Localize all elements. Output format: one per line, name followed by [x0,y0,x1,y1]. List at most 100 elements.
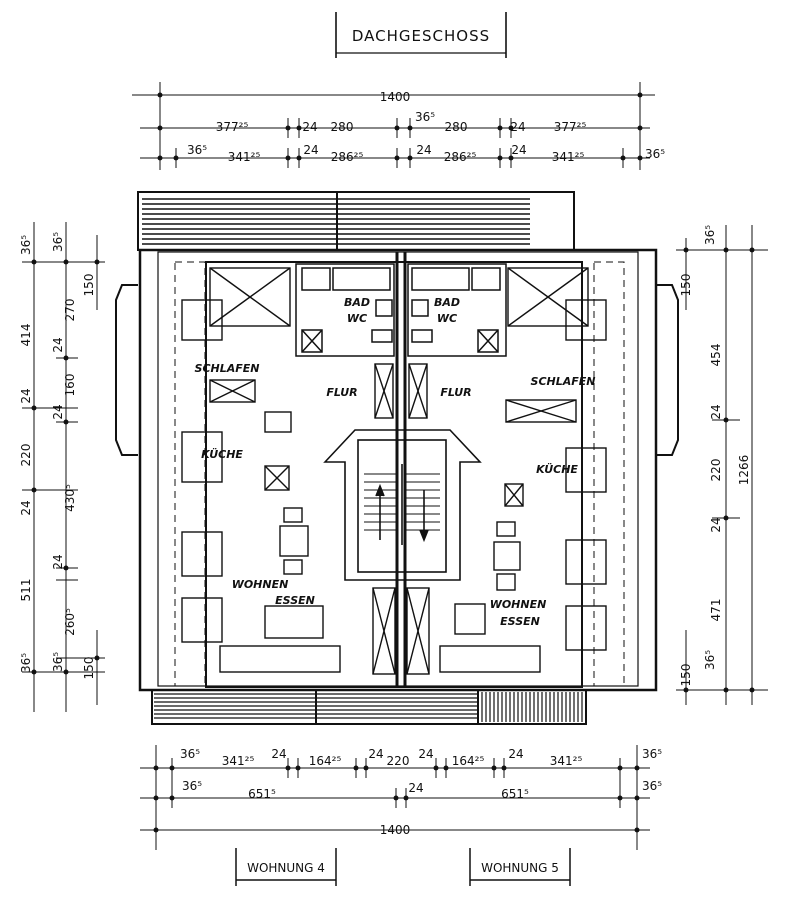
corridor-labels: FLUR FLUR [326,386,471,399]
room-wohnen-right: WOHNEN [490,598,547,611]
dim-top-r2-4: 286²⁵ [331,150,364,164]
dim-bot-r2-5: 36⁵ [642,779,662,793]
room-schlafen-left: SCHLAFEN [195,362,260,375]
top-dimension-dots [157,92,643,161]
left-dimension-dots [31,259,100,675]
bath-labels: BAD WC BAD WC [344,296,460,325]
dim-top-total: 1400 [380,90,411,104]
room-flur-right: FLUR [440,386,471,399]
dim-left-i7: 430⁵ [63,484,77,512]
dim-bot-r1-7: 24 [418,747,433,761]
dim-left-i9: 260⁵ [63,608,77,636]
dim-right-o3: 471 [709,599,723,622]
room-flur-left: FLUR [326,386,357,399]
top-balcony [137,191,575,251]
dim-top-r2-7: 24 [511,143,526,157]
dim-top-r1-7: 377²⁵ [554,120,587,134]
dim-left-i8: 24 [51,554,65,569]
room-wc-right: WC [437,312,457,325]
bedroom-labels: SCHLAFEN SCHLAFEN [195,362,596,388]
bedroom-furniture [181,267,607,423]
dim-right-o2: 220 [709,459,723,482]
dim-left-i11: 150 [82,657,96,680]
dim-top-r2-9: 36⁵ [645,147,665,161]
room-essen-right: ESSEN [500,615,540,628]
bottom-balcony [151,689,587,725]
dim-right-o4: 1266 [737,455,751,486]
dim-bot-r1-5: 24 [368,747,383,761]
dim-left-i2: 150 [82,274,96,297]
building-walls [138,248,658,692]
dim-left-i4: 24 [51,337,65,352]
dim-bot-r1-3: 24 [271,747,286,761]
dim-left-i5: 160 [63,374,77,397]
bottom-dimension-labels: 36⁵ 341²⁵ 24 164²⁵ 24 220 24 164²⁵ 24 34… [180,747,662,837]
dim-top-r2-3: 24 [303,143,318,157]
dim-top-r2-2: 341²⁵ [228,150,261,164]
left-dimension-labels: 36⁵ 414 24 220 24 511 36⁵ 36⁵ 150 270 24… [19,232,96,680]
dim-left-o4: 220 [19,444,33,467]
room-bad-left: BAD [344,296,370,309]
dim-left-i3: 270 [63,299,77,322]
dim-left-o3: 24 [19,388,33,403]
dim-left-o1: 36⁵ [19,235,33,255]
dim-bot-r1-10: 341²⁵ [550,754,583,768]
dim-left-o6: 511 [19,579,33,602]
staircase [323,429,482,581]
dim-left-o7: 36⁵ [19,653,33,673]
dim-top-r2-8: 341²⁵ [552,150,585,164]
dim-bot-total: 1400 [380,823,411,837]
dim-bot-r1-11: 36⁵ [642,747,662,761]
dim-top-r1-5: 280 [445,120,468,134]
dim-left-i1: 36⁵ [51,232,65,252]
bottom-dimension-dots [153,765,640,833]
kitchen-labels: KÜCHE KÜCHE [201,447,578,476]
dim-right-o1: 454 [709,344,723,367]
dim-left-i6: 24 [51,404,65,419]
dim-bot-r1-8: 164²⁵ [452,754,485,768]
dim-right-i2: 150 [679,274,693,297]
room-schlafen-right: SCHLAFEN [531,375,596,388]
right-dimension-dots [683,247,755,693]
dim-top-r1-3: 280 [331,120,354,134]
dim-top-r2-6: 286²⁵ [444,150,477,164]
living-furniture [181,507,607,673]
dim-right-i1: 36⁵ [703,225,717,245]
dim-bot-r1-6: 220 [387,754,410,768]
dim-top-r2-1: 36⁵ [187,143,207,157]
dim-bot-r2-1: 36⁵ [182,779,202,793]
top-dimension-labels: 1400 377²⁵ 24 280 36⁵ 280 24 377²⁵ 36⁵ 3… [187,90,665,164]
right-dimension-labels: 36⁵ 150 24 24 150 36⁵ 454 220 471 1266 [679,225,751,687]
room-kueche-left: KÜCHE [201,447,243,461]
dim-bot-r1-9: 24 [508,747,523,761]
room-bad-right: BAD [434,296,460,309]
dim-top-r1-1: 377²⁵ [216,120,249,134]
dim-bot-r2-4: 651⁵ [501,787,529,801]
room-wohnen-left: WOHNEN [232,578,289,591]
dim-bot-r1-1: 36⁵ [180,747,200,761]
dim-top-r1-2: 24 [302,120,317,134]
drawing-title: DACHGESCHOSS [352,27,490,45]
apartment-label-right: WOHNUNG 5 [481,861,559,875]
dim-top-r1-4: 36⁵ [415,110,435,124]
bathrooms [295,263,507,357]
dim-right-i6: 36⁵ [703,650,717,670]
apartment-label-frames [235,848,571,886]
room-kueche-right: KÜCHE [536,462,578,476]
apartment-label-left: WOHNUNG 4 [247,861,325,875]
dim-right-i3: 24 [709,404,723,419]
living-labels: WOHNEN ESSEN WOHNEN ESSEN [232,578,547,628]
dim-right-i4: 24 [709,517,723,532]
dim-right-i5: 150 [679,664,693,687]
dim-bot-r1-4: 164²⁵ [309,754,342,768]
dormers [115,284,679,456]
corridor-shafts [372,363,430,675]
room-essen-left: ESSEN [275,594,315,607]
kitchens [181,411,607,507]
title-frame [335,12,507,58]
bottom-balcony-vertical-hatch [481,692,583,722]
dim-left-o5: 24 [19,500,33,515]
room-wc-left: WC [347,312,367,325]
